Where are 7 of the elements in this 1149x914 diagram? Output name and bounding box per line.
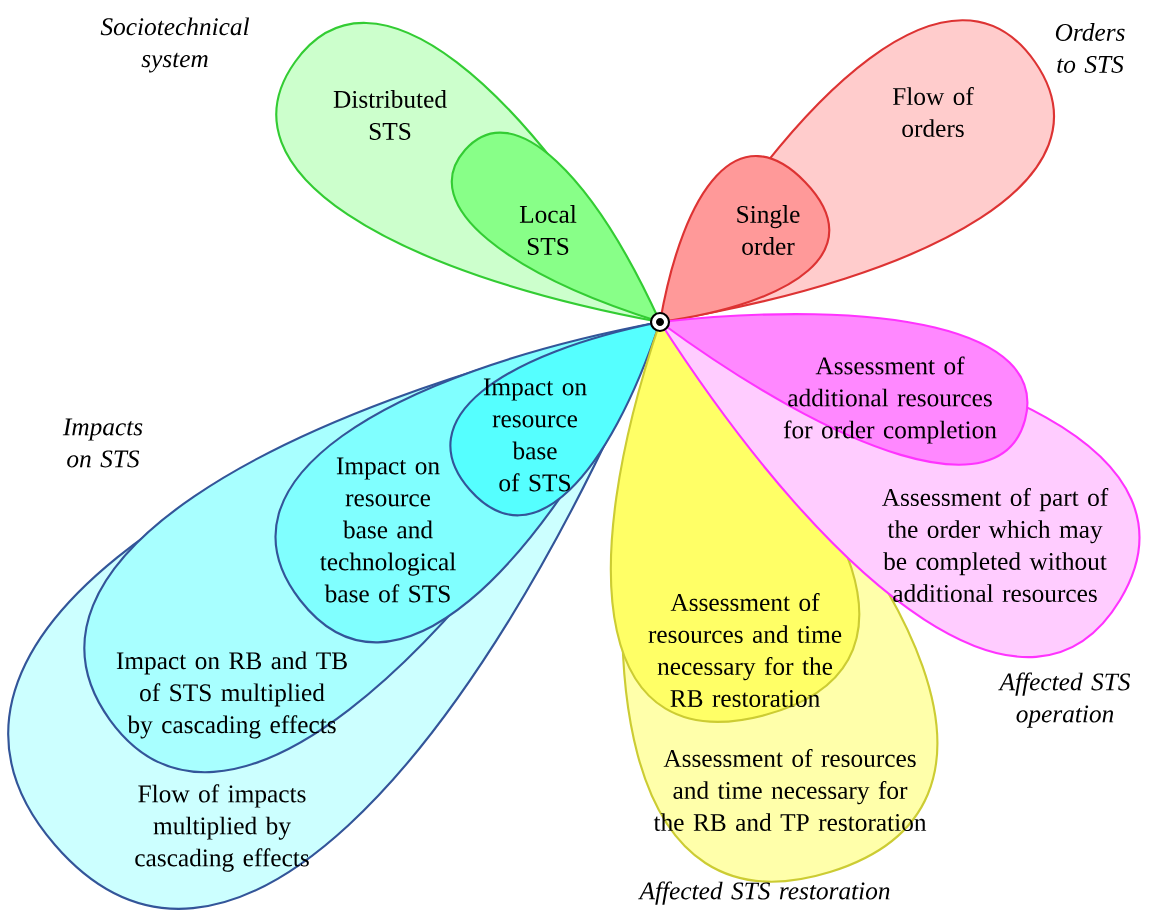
category-label: Orders to STS: [1055, 23, 1125, 73]
petal: Impact on resource base of STS: [449, 320, 662, 517]
petal: Single order: [658, 155, 831, 324]
category-label: Affected STS operation: [998, 672, 1131, 728]
category-label: Affected STS restoration: [638, 881, 890, 905]
petal: Local STS: [450, 132, 662, 324]
category-label: Sociotechnical system: [100, 17, 250, 73]
